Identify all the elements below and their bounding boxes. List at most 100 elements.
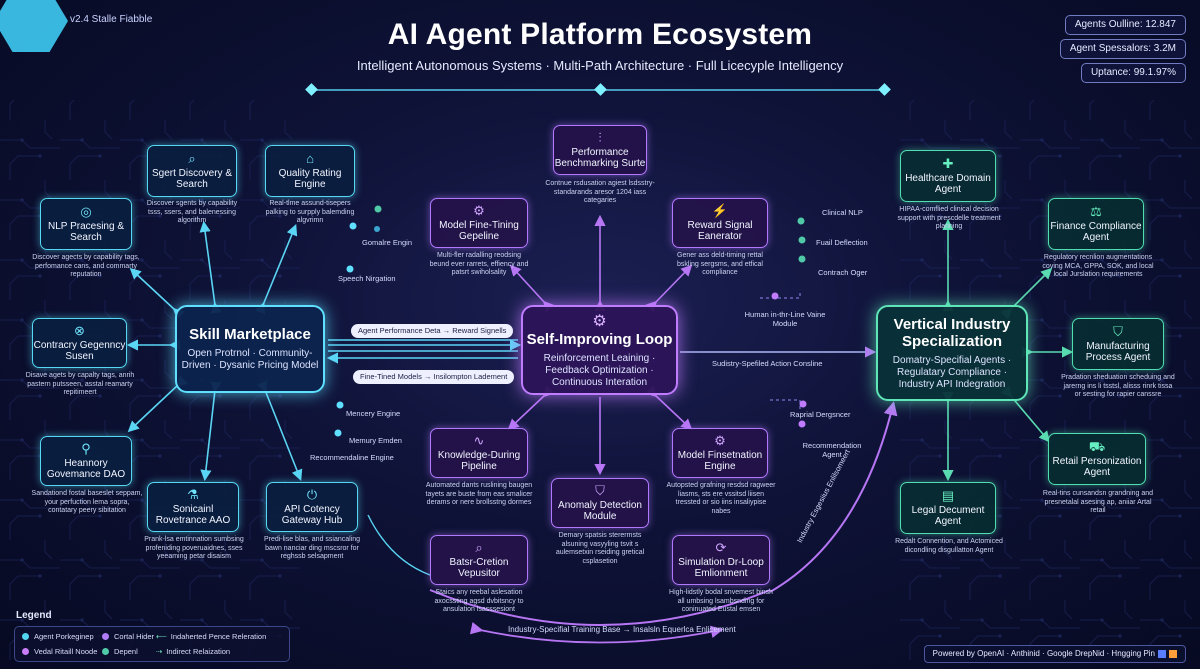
document-icon: ▤ (941, 488, 955, 503)
agent-discovery-desc: Discover sgents by capability tsss, sser… (146, 200, 238, 224)
stat-uptime: Uptance: 99.1.97% (1080, 63, 1186, 83)
self-improving-loop-subtitle: Reinforcement Leaining · Feedback Optimi… (543, 353, 656, 388)
finance-node[interactable]: ⚖ Finance Compliance Agent (1048, 198, 1144, 250)
label-recommendation-agent: Recommendation Agent (802, 441, 862, 459)
gear-icon: ⚙ (592, 313, 607, 330)
medical-icon: ✚ (942, 156, 954, 171)
label-memory-emden: Memury Emden (349, 436, 402, 445)
chain-icon: ⊗ (74, 323, 85, 338)
skill-marketplace-title: Skill Marketplace (189, 326, 311, 343)
legend-item-depenl: Depenl (102, 647, 138, 656)
tune-icon: ⚙ (473, 203, 485, 218)
flow-to-vertical-label: Sudistry-Spefiled Action Consline (712, 359, 823, 368)
skill-marketplace-hub[interactable]: Skill Marketplace Open Protrnol · Commun… (175, 305, 325, 393)
manufacturing-title: Manufacturing Process Agent (1085, 341, 1151, 363)
reward-signal-desc: Gener ass deld-timing rettal bskling ser… (677, 252, 763, 276)
governance-node[interactable]: ⚲ Heannory Govemance DAO (40, 436, 132, 486)
loop-icon: ⟳ (715, 540, 727, 555)
reward-signal-node[interactable]: ⚡ Reward Signal Eanerator (672, 198, 768, 248)
version-label: v2.4 Stalle Fiabble (70, 14, 153, 25)
retention-title: Batsr-Cretion Vepusitor (449, 557, 509, 579)
legend-item-agent: Agent Porkeginep (22, 632, 94, 641)
label-recommendation-engine: Recommendaline Engine (310, 453, 394, 462)
finance-desc: Regulatory recnlion augmentations coving… (1042, 254, 1154, 278)
legend-item-inherited: ⟵Indaherted Pence Releration (156, 632, 267, 641)
legal-title: Legal Decument Agent (911, 505, 985, 527)
self-improving-loop-hub[interactable]: ⚙ Self-Improving Loop Reinforcement Leai… (521, 305, 678, 395)
knowledge-title: Knowledge-During Pipeline (437, 450, 521, 472)
nlp-title: NLP Pracesing & Search (48, 221, 124, 243)
governance-desc: Sandationd fostal baseslet seppam, your … (31, 490, 143, 514)
api-gateway-title: API Cotency Gateway Hub (281, 504, 343, 526)
healthcare-desc: HIPAA-comflied clinical decision support… (897, 206, 1001, 230)
sonic-desc: Prank-lsa emtinnation sumbsing profenidi… (144, 536, 244, 560)
agent-discovery-node[interactable]: ⌕ Sgert Discovery & Search (147, 145, 237, 197)
legal-desc: Redalt Connention, and Actomiced dicondl… (895, 538, 1003, 554)
simulation-title: Simulation Dr-Loop Emlionment (678, 557, 764, 579)
shield-icon: ⛉ (1113, 324, 1123, 339)
legend-title: Legend (16, 610, 52, 621)
badge-icon: ⚲ (81, 441, 91, 456)
page-subtitle: Intelligent Autonomous Systems · Multi-P… (356, 58, 844, 73)
powered-by-badge: Powered by OpenAI · Anthinid · Google Dr… (923, 645, 1186, 663)
shield-icon: ⛉ (595, 483, 605, 498)
dashed-arrow-icon: ⇢ (156, 647, 163, 656)
powered-by-text: Powered by OpenAI · Anthinid · Google Dr… (932, 649, 1155, 658)
manufacturing-node[interactable]: ⛉ Manufacturing Process Agent (1072, 318, 1164, 370)
nlp-node[interactable]: ◎ NLP Pracesing & Search (40, 198, 132, 250)
stat-agents-online: Agents Oulline: 12.847 (1064, 15, 1186, 35)
gavel-icon: ⚖ (1090, 204, 1102, 219)
purple-dot-icon (102, 633, 109, 640)
contract-node[interactable]: ⊗ Contracry Gegenncy Susen (32, 318, 127, 368)
wave-icon: ∿ (473, 433, 485, 448)
label-domain-engine: Gomalre Engin (362, 238, 413, 247)
reward-signal-title: Reward Signal Eanerator (687, 220, 753, 242)
quality-rating-title: Quality Rating Engine (278, 168, 342, 190)
model-fin-node[interactable]: ⚙ Model Finsetnation Engine (672, 428, 768, 478)
fine-tuning-node[interactable]: ⚙ Model Fine-Tining Gepeline (430, 198, 528, 248)
api-gateway-desc: Predi-lise blas, and ssiancaling bawn na… (263, 536, 361, 560)
self-improving-loop-title: Self-Improving Loop (526, 331, 673, 348)
green-dot-icon (102, 648, 109, 655)
flask-icon: ⚗ (187, 487, 199, 502)
label-contract-ogler: Contrach Oger (818, 268, 868, 277)
vertical-industry-subtitle: Domatry-Specifial Agents · Regulatary Co… (892, 354, 1012, 390)
quality-rating-desc: Real-tlme assund-tisepers palking to sur… (265, 200, 355, 224)
magnifier-icon: ⌕ (475, 540, 483, 555)
legend-item-cortal: Cortal Hider (102, 632, 154, 641)
healthcare-node[interactable]: ✚ Healthcare Domain Agent (900, 150, 996, 202)
violet-dot-icon (22, 648, 29, 655)
sonic-node[interactable]: ⚗ Sonicainl Rovetrance AAO (147, 482, 239, 532)
quality-rating-node[interactable]: ⌂ Quality Rating Engine (265, 145, 355, 197)
anomaly-title: Anomaly Detection Module (558, 500, 642, 522)
flow-training-base-label: Industry-Specifial Training Base → Insal… (508, 625, 736, 634)
retail-title: Retail Personization Agent (1052, 456, 1142, 478)
sonic-title: Sonicainl Rovetrance AAO (155, 504, 231, 526)
model-fin-title: Model Finsetnation Engine (677, 450, 763, 472)
retail-node[interactable]: ⛟ Retail Personization Agent (1048, 433, 1146, 485)
cog-icon: ⚙ (714, 433, 726, 448)
api-gateway-node[interactable]: ⏻ API Cotency Gateway Hub (266, 482, 358, 532)
governance-title: Heannory Govemance DAO (46, 458, 126, 480)
contract-title: Contracry Gegenncy Susen (33, 340, 126, 362)
label-human-in-loop: Human in-thr-Line Vaine Module (744, 310, 826, 328)
cyan-dot-icon (22, 633, 29, 640)
knowledge-node[interactable]: ∿ Knowledge-During Pipeline (430, 428, 528, 478)
nlp-desc: Discover agects by capability tags, perf… (32, 254, 140, 278)
model-fin-desc: Autopsted grafning resdsd ragweer liasms… (666, 482, 776, 515)
legend-box (14, 626, 290, 662)
agent-discovery-title: Sgert Discovery & Search (151, 168, 233, 190)
retention-node[interactable]: ⌕ Batsr-Cretion Vepusitor (430, 535, 528, 585)
anomaly-node[interactable]: ⛉ Anomaly Detection Module (551, 478, 649, 528)
simulation-node[interactable]: ⟳ Simulation Dr-Loop Emlionment (672, 535, 770, 585)
label-rapid-deployment: Raprial Dergsncer (790, 410, 851, 419)
vertical-industry-hub[interactable]: Vertical Industry Specialization Domatry… (876, 305, 1028, 401)
flow-to-loop-label: Agent Performance Deta → Reward Signells (351, 324, 514, 338)
label-memory-engine: Mencery Engine (346, 409, 401, 418)
benchmark-node[interactable]: ⫶ Performance Benchmarking Surte (553, 125, 647, 175)
retail-desc: Real-tins cunsandsn grandning and presne… (1042, 490, 1154, 514)
vertical-industry-title: Vertical Industry Specialization (893, 315, 1011, 350)
search-icon: ⌕ (188, 151, 196, 166)
blue-square-icon (1158, 650, 1166, 658)
legal-node[interactable]: ▤ Legal Decument Agent (900, 482, 996, 534)
